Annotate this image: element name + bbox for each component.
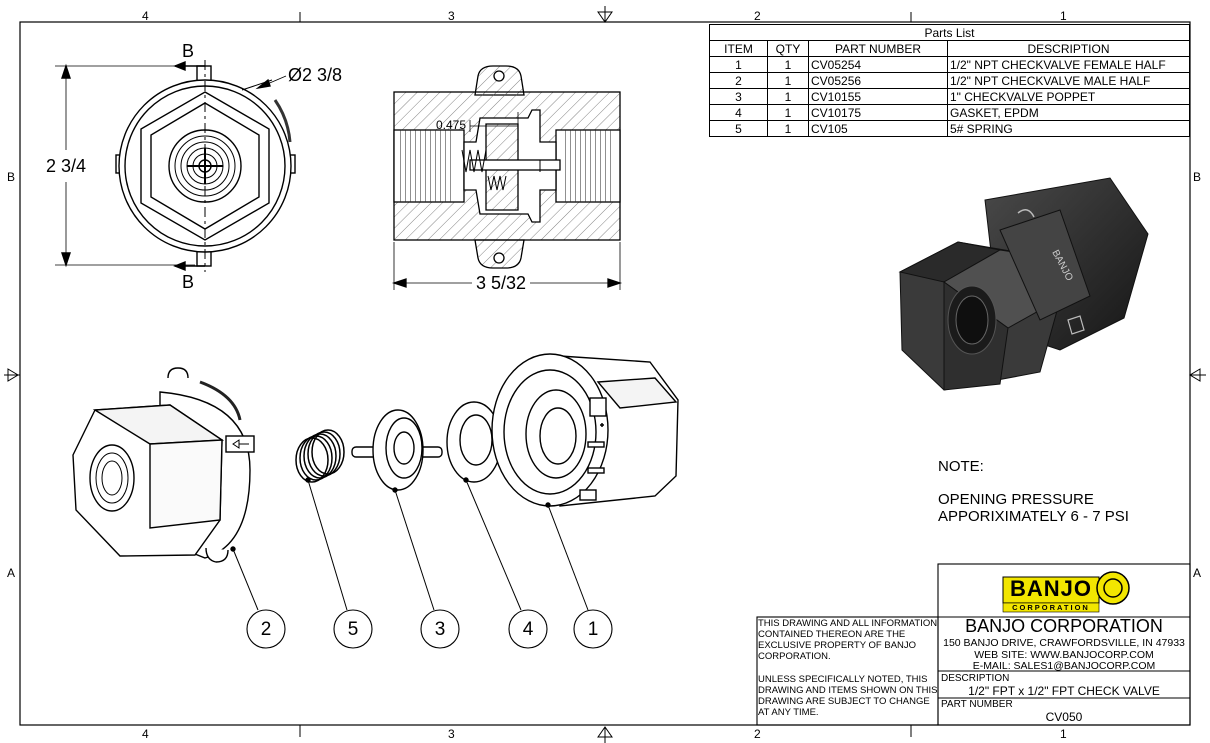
balloon-number: 3 bbox=[434, 619, 446, 640]
length-dimension: 3 5/32 bbox=[476, 273, 527, 293]
section-label-top: B bbox=[182, 41, 195, 61]
diameter-dimension: Ø2 3/8 bbox=[288, 65, 343, 85]
parts-list-title: Parts List bbox=[709, 24, 1190, 41]
zone-col-label: 2 bbox=[754, 727, 761, 741]
col-header-item: ITEM bbox=[709, 40, 768, 57]
table-row: 5 1 CV105 5# SPRING bbox=[709, 120, 1190, 137]
balloon-leaders bbox=[230, 477, 589, 611]
company-address: 150 BANJO DRIVE, CRAWFORDSVILLE, IN 4793… bbox=[943, 637, 1185, 649]
cell-qty: 1 bbox=[767, 88, 809, 105]
cell-part-number: CV105 bbox=[808, 120, 948, 137]
cell-item: 5 bbox=[709, 120, 768, 137]
cell-part-number: CV05254 bbox=[808, 56, 948, 73]
disclaimer: THIS DRAWING AND ALL INFORMATION CONTAIN… bbox=[758, 618, 938, 730]
cell-description: 1" CHECKVALVE POPPET bbox=[947, 88, 1190, 105]
disclaimer-change: UNLESS SPECIFICALLY NOTED, THIS DRAWING … bbox=[758, 674, 938, 718]
zone-col-label: 3 bbox=[448, 727, 455, 741]
zone-row-label: A bbox=[1193, 566, 1202, 580]
section-view bbox=[391, 65, 623, 290]
cell-description: 1/2" NPT CHECKVALVE FEMALE HALF bbox=[947, 56, 1190, 73]
cell-item: 1 bbox=[709, 56, 768, 73]
part-number-value: CV050 bbox=[1045, 710, 1083, 724]
disclaimer-ownership: THIS DRAWING AND ALL INFORMATION CONTAIN… bbox=[758, 618, 938, 662]
cell-qty: 1 bbox=[767, 120, 809, 137]
description-value: 1/2" FPT x 1/2" FPT CHECK VALVE bbox=[968, 684, 1160, 698]
zone-col-label: 1 bbox=[1060, 9, 1067, 23]
iso-assembly: BANJO bbox=[898, 177, 1149, 391]
cell-part-number: CV10155 bbox=[808, 88, 948, 105]
balloon-circles bbox=[246, 609, 613, 649]
zone-col-label: 1 bbox=[1060, 727, 1067, 741]
cell-part-number: CV10175 bbox=[808, 104, 948, 121]
company-website: WEB SITE: WWW.BANJOCORP.COM bbox=[974, 648, 1154, 661]
exploded-part-1 bbox=[491, 353, 679, 507]
table-row: 1 1 CV05254 1/2" NPT CHECKVALVE FEMALE H… bbox=[709, 56, 1190, 73]
height-dimension: 2 3/4 bbox=[46, 156, 87, 176]
table-row: 3 1 CV10155 1" CHECKVALVE POPPET bbox=[709, 88, 1190, 105]
zone-row-label: B bbox=[1193, 170, 1202, 184]
company-name: BANJO CORPORATION bbox=[965, 616, 1163, 636]
company-email: E-MAIL: SALES1@BANJOCORP.COM bbox=[972, 660, 1156, 672]
balloon-number: 2 bbox=[260, 619, 272, 640]
cell-qty: 1 bbox=[767, 56, 809, 73]
part-number-label: PART NUMBER bbox=[941, 699, 1013, 710]
table-row: 4 1 CV10175 GASKET, EPDM bbox=[709, 104, 1190, 121]
company-contact: 150 BANJO DRIVE, CRAWFORDSVILLE, IN 4793… bbox=[938, 637, 1190, 673]
balloon-number: 1 bbox=[587, 619, 599, 640]
cell-item: 3 bbox=[709, 88, 768, 105]
note-heading: NOTE: bbox=[938, 458, 984, 475]
cell-qty: 1 bbox=[767, 72, 809, 89]
col-header-qty: QTY bbox=[767, 40, 809, 57]
zone-row-label: A bbox=[7, 566, 16, 580]
zone-col-label: 2 bbox=[754, 9, 761, 23]
zone-col-label: 4 bbox=[142, 727, 149, 741]
exploded-part-3-poppet bbox=[351, 409, 443, 491]
balloon-number: 5 bbox=[347, 619, 359, 640]
logo-wordmark: BANJO bbox=[1009, 576, 1092, 601]
note-line-1: OPENING PRESSURE bbox=[938, 491, 1094, 508]
zone-col-label: 4 bbox=[142, 9, 149, 23]
col-header-part-number: PART NUMBER bbox=[808, 40, 948, 57]
table-row: 2 1 CV05256 1/2" NPT CHECKVALVE MALE HAL… bbox=[709, 72, 1190, 89]
exploded-part-2 bbox=[72, 367, 255, 563]
cell-qty: 1 bbox=[767, 104, 809, 121]
title-block-frame bbox=[756, 563, 1191, 726]
zone-row-label: B bbox=[7, 170, 16, 184]
parts-list-table: Parts List ITEM QTY PART NUMBER DESCRIPT… bbox=[709, 24, 1190, 137]
col-header-description: DESCRIPTION bbox=[947, 40, 1190, 57]
cell-part-number: CV05256 bbox=[808, 72, 948, 89]
front-view bbox=[55, 60, 296, 272]
note-line-2: APPORIXIMATELY 6 - 7 PSI bbox=[938, 508, 1129, 525]
logo-subtext: CORPORATION bbox=[1012, 603, 1090, 612]
section-label-bottom: B bbox=[182, 272, 195, 292]
centering-marks bbox=[4, 6, 1206, 743]
cell-item: 4 bbox=[709, 104, 768, 121]
exploded-part-5-spring bbox=[295, 429, 345, 483]
cell-description: 1/2" NPT CHECKVALVE MALE HALF bbox=[947, 72, 1190, 89]
description-label: DESCRIPTION bbox=[941, 673, 1010, 684]
banjo-logo bbox=[1002, 571, 1130, 613]
zone-col-label: 3 bbox=[448, 9, 455, 23]
inner-dimension: 0.475 bbox=[436, 118, 467, 132]
cell-description: GASKET, EPDM bbox=[947, 104, 1190, 121]
balloon-number: 4 bbox=[522, 619, 534, 640]
cell-item: 2 bbox=[709, 72, 768, 89]
cell-description: 5# SPRING bbox=[947, 120, 1190, 137]
